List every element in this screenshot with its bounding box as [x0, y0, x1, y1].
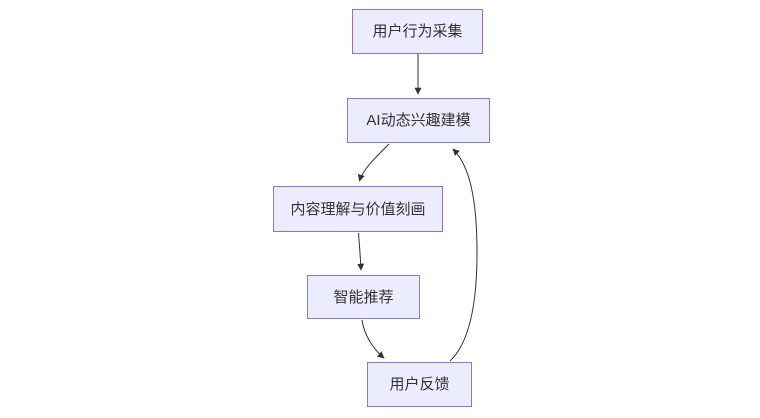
node-user-behavior-collection: 用户行为采集 — [352, 9, 483, 54]
edge-recommend-to-feedback-arrow — [361, 319, 385, 359]
node-user-feedback: 用户反馈 — [367, 362, 472, 407]
node-intelligent-recommendation: 智能推荐 — [307, 275, 420, 319]
edge-feedback-to-model-arrow — [449, 148, 478, 362]
node-content-understanding-value-profiling: 内容理解与价值刻画 — [273, 186, 443, 232]
node-ai-dynamic-interest-modeling: AI动态兴趣建模 — [347, 98, 490, 143]
edge-content-to-recommend-arrow — [357, 232, 365, 271]
edge-model-to-content-arrow — [357, 143, 390, 182]
